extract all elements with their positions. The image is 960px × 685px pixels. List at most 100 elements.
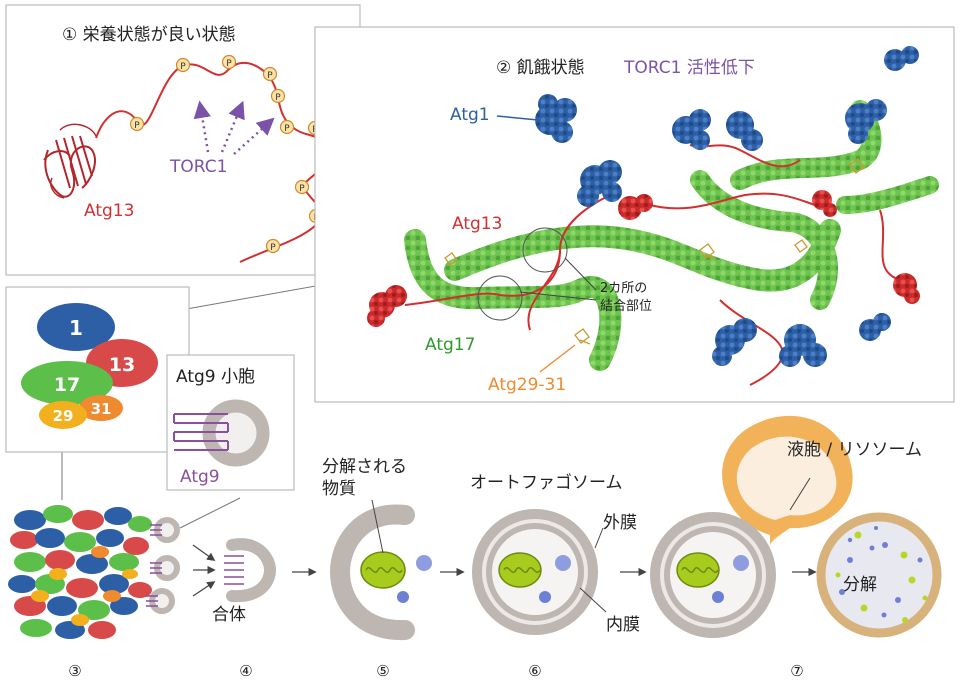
mitochondrion	[676, 552, 720, 588]
fusion-atg9-protein	[224, 555, 244, 585]
pas-cluster	[8, 505, 152, 639]
panel-atg9-vesicle: Atg9 小胞 Atg9	[166, 354, 295, 491]
cargo-particle	[416, 555, 432, 571]
docked-atg9-proteins	[146, 524, 162, 607]
binding-leader	[519, 291, 597, 301]
degradation-particles	[835, 526, 928, 623]
mitochondrion-cristae	[681, 567, 719, 573]
phospho-site: P	[265, 238, 281, 254]
panel-1-title: ① 栄養状態が良い状態	[62, 25, 236, 45]
binding-leader	[564, 257, 597, 291]
step-5-phagophore: 分解される 物質 ⑤	[322, 457, 432, 680]
atg9-label: Atg9	[180, 467, 220, 487]
svg-text:P: P	[180, 62, 186, 72]
vacuole-leader	[789, 477, 811, 511]
atg13-tails	[404, 144, 901, 386]
atg29-subunit	[39, 401, 87, 429]
step-3-number: ③	[68, 662, 81, 680]
binding-site-circle	[522, 227, 568, 273]
inner-membrane-label: 内膜	[606, 615, 640, 635]
step-7-number: ⑦	[790, 662, 803, 680]
phospho-site: P	[262, 66, 278, 82]
step-6-autophagosome: オートファゴソーム 外膜 内膜 ⑥	[470, 472, 640, 680]
vacuole-label: 液胞 / リソソーム	[787, 440, 922, 460]
step-5-number: ⑤	[376, 662, 389, 680]
inner-membrane-leader	[579, 587, 607, 613]
phospho-site: P	[221, 54, 237, 70]
torc1-label: TORC1	[169, 157, 227, 177]
step-3-pas: ③	[8, 505, 180, 680]
binding-site-label-1: 2カ所の	[600, 281, 647, 296]
atg1-cluster	[779, 324, 827, 367]
atg13-horma-clusters	[367, 190, 920, 327]
cargo-particle	[555, 555, 571, 571]
cargo-label-2: 物質	[322, 479, 356, 499]
svg-text:P: P	[270, 243, 276, 253]
atg1-clusters	[535, 46, 919, 367]
atg9-protein	[173, 413, 229, 451]
cargo-leader	[371, 499, 384, 554]
atg1-cluster	[535, 94, 577, 143]
svg-text:P: P	[134, 121, 140, 131]
torc1-arrows	[193, 100, 275, 155]
degradation-label: 分解	[843, 575, 877, 595]
cargo-particle	[397, 591, 409, 603]
atg13-label: Atg13	[84, 201, 134, 221]
atg13-horma-cluster	[367, 285, 407, 327]
vacuole-lumen	[736, 436, 837, 520]
binding-site-label-2: 結合部位	[600, 299, 652, 314]
fusion-label: 合体	[212, 605, 246, 625]
mitochondrion-cristae	[365, 567, 403, 573]
atg17-subunit	[21, 361, 113, 405]
mitochondrion-cristae	[503, 567, 541, 573]
degradation-vacuole: 分解 ⑦	[790, 512, 942, 680]
atg13-subunit-label: 13	[109, 354, 135, 376]
svg-text:P: P	[267, 71, 273, 81]
atg13-horma-cluster	[812, 190, 837, 217]
atg13-horma-cluster	[893, 273, 920, 304]
panel-nutrient-rich: ① 栄養状態が良い状態 Atg13 P P P P P P P P P P P	[5, 4, 361, 276]
phagophore-nascent	[226, 538, 277, 603]
atg1-leader	[496, 115, 539, 121]
atg13-horma-structure	[43, 123, 97, 199]
binding-site-circle	[477, 275, 523, 321]
atg1-cluster	[859, 313, 891, 341]
panel-1-frame	[5, 4, 361, 276]
atg17-subunit-label: 17	[54, 374, 80, 396]
vesicle-title: Atg9 小胞	[176, 367, 255, 387]
atg17-label: Atg17	[425, 335, 475, 355]
atg1-cluster	[884, 46, 919, 71]
atg29-31-leader	[539, 344, 576, 373]
torc1-status: TORC1 活性低下	[623, 58, 755, 78]
outer-membrane-leader	[594, 527, 604, 549]
outer-membrane-label: 外膜	[603, 513, 637, 533]
svg-text:P: P	[226, 59, 232, 69]
atg13-horma-cluster	[618, 194, 653, 220]
atg29-31-structures	[444, 158, 865, 345]
atg29-subunit-label: 29	[53, 407, 74, 425]
atg31-subunit-label: 31	[91, 400, 112, 418]
step-7-fusion-vacuole: 液胞 / リソソーム	[650, 415, 922, 638]
panel-starvation: ② 飢餓状態 TORC1 活性低下	[314, 26, 955, 403]
phagophore	[329, 504, 415, 641]
docked-atg9-vesicles	[149, 517, 180, 614]
phospho-site: P	[294, 179, 310, 195]
step-4-fusion: 合体 ④	[192, 538, 277, 680]
atg1-cluster	[726, 111, 763, 151]
atg1-cluster	[577, 160, 622, 207]
phospho-site: P	[270, 88, 286, 104]
cargo-particle	[733, 555, 749, 571]
svg-text:P: P	[275, 93, 281, 103]
atg29-31-label: Atg29-31	[488, 375, 566, 395]
panel-2-title: ② 飢餓状態	[496, 58, 585, 78]
atg1-cluster	[845, 99, 887, 144]
autophagosome-label: オートファゴソーム	[470, 472, 623, 493]
atg1-label: Atg1	[450, 105, 490, 125]
phospho-site: P	[129, 116, 145, 132]
atg1-subunit-label: 1	[69, 316, 83, 340]
svg-text:P: P	[299, 184, 305, 194]
cargo-label-1: 分解される	[322, 457, 407, 477]
atg31-subunit	[79, 395, 123, 421]
phospho-site: P	[175, 57, 191, 73]
